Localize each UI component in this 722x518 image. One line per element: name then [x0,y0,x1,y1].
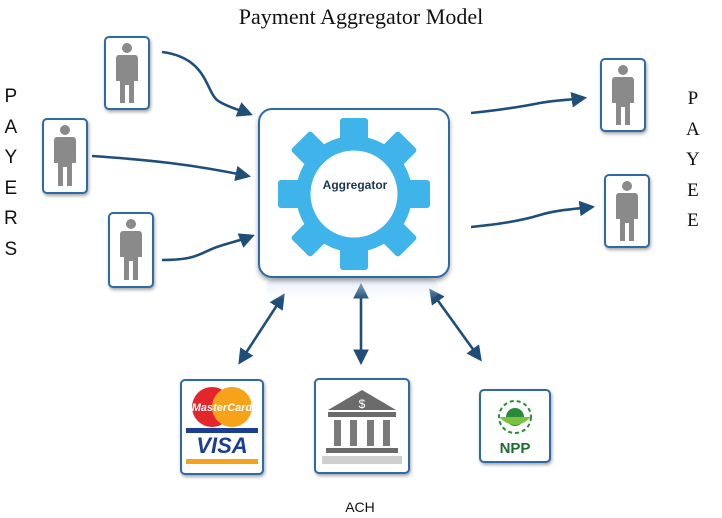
npp-arrow [429,288,482,362]
payer-card [42,118,88,194]
payees-letter: Y [686,149,700,170]
bank-icon: $ [322,390,402,464]
npp-tile: NPP [479,389,551,463]
aggregator-box: Aggregator [258,108,450,278]
aggregator-reflection [266,278,438,300]
payees-letter: E [687,179,699,201]
payer1-arrow [161,50,253,117]
payer2-arrow [91,154,252,182]
payers-letter: R [4,208,18,229]
gear-icon [278,118,430,270]
person-icon [616,181,638,241]
npp-text: NPP [500,440,531,457]
payee2-arrow [470,200,596,229]
mastercard-text: MasterCard [192,402,253,414]
payee1-arrow [470,92,588,115]
payers-letter: Y [4,147,18,168]
payees-letter: A [686,118,700,140]
bank-dollar-symbol: $ [359,397,366,411]
payer-card [104,36,150,110]
ach-label: ACH [345,499,375,515]
card-network-tile: MasterCard VISA [180,379,264,475]
payer3-arrow [161,233,255,262]
npp-logo: NPP [498,400,532,457]
payers-label: P A Y E R S [4,82,18,265]
ach-bank-tile: $ [314,378,410,474]
person-icon [116,43,138,103]
person-icon [54,125,76,186]
payers-letter: P [4,86,18,107]
payees-letter: E [687,210,699,231]
mastercard-arrow [238,293,285,365]
person-icon [612,65,634,125]
page-title: Payment Aggregator Model [238,4,484,29]
payees-letter: P [687,88,699,109]
payers-letter: A [4,116,18,138]
payers-letter: S [4,238,18,260]
payer-card [108,212,154,288]
visa-text: VISA [196,433,247,458]
mastercard-visa-logo: MasterCard VISA [186,387,258,464]
payees-label: P A Y E E [686,84,700,237]
payee-card [604,174,650,248]
payee-card [600,58,646,132]
payers-letter: E [4,177,18,199]
aggregator-label: Aggregator [322,178,388,192]
person-icon [120,219,142,280]
